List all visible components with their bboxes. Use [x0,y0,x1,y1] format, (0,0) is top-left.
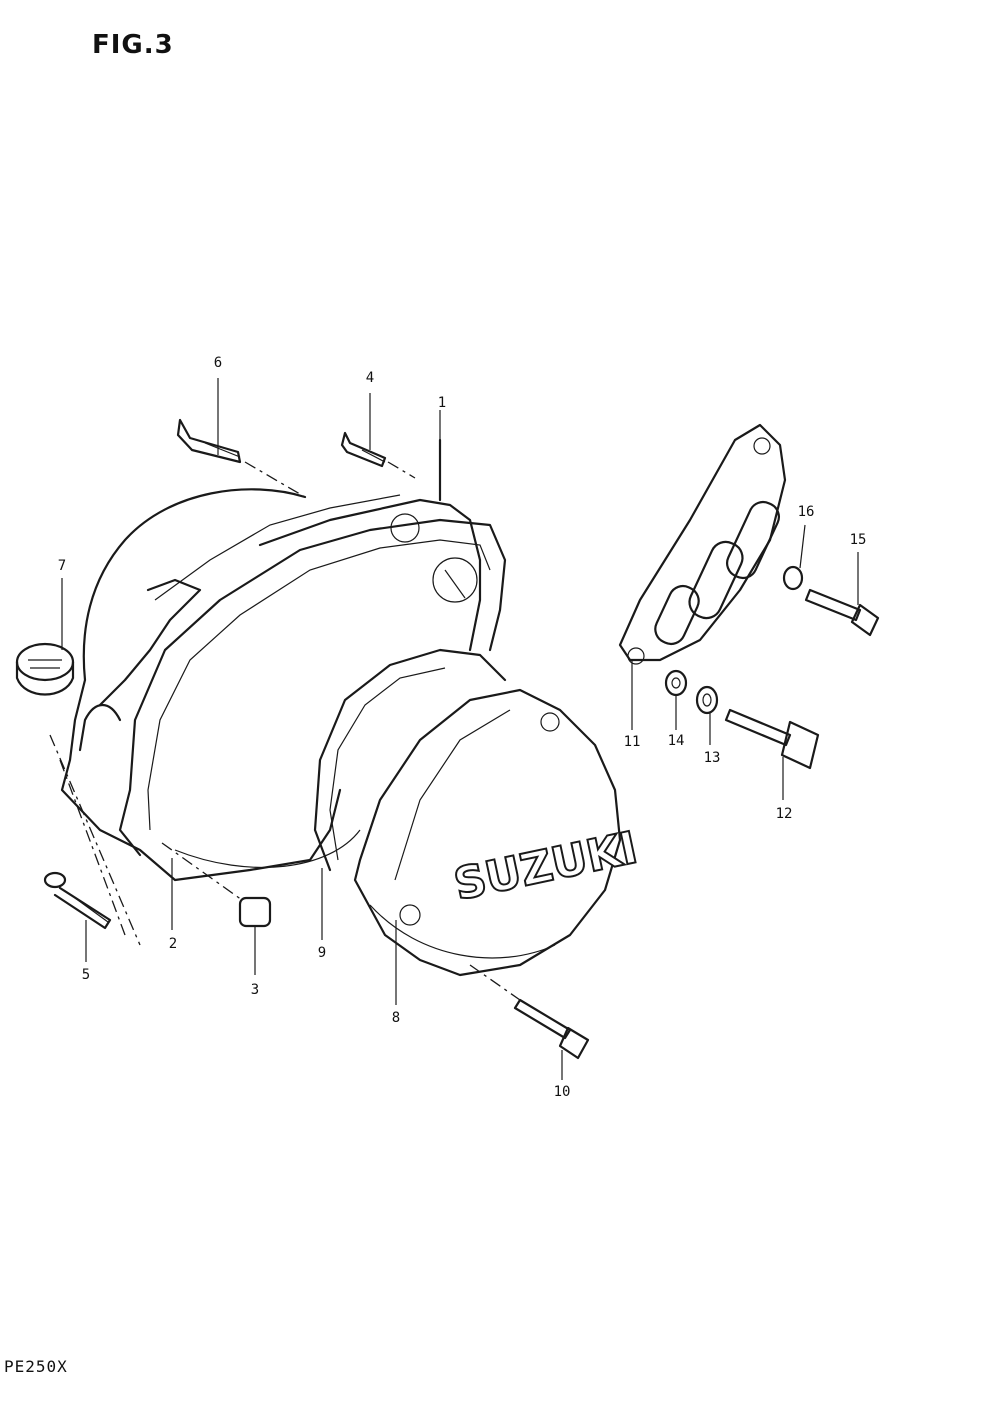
callout-13: 13 [703,750,721,766]
washer-13 [695,685,719,715]
callout-11: 11 [623,734,641,750]
crankcase-cover [60,438,482,882]
cover-gasket [118,494,507,869]
bolt-12 [724,708,820,770]
suzuki-logo: SUZUKI [450,822,642,910]
screw-4 [340,431,416,479]
callout-6: 6 [213,355,223,371]
callout-15: 15 [849,532,867,548]
washer-14 [664,669,688,697]
screw-15 [804,588,880,637]
screw-6 [176,418,306,498]
callout-16: 16 [797,504,815,520]
clutch-cover: SUZUKI [353,688,643,977]
figure-title: FIG.3 [92,30,174,60]
callout-12: 12 [775,806,793,822]
callout-10: 10 [553,1084,571,1100]
callout-14: 14 [667,733,685,749]
screw-10 [469,964,590,1060]
callout-9: 9 [317,945,327,961]
callout-3: 3 [250,982,260,998]
dowel-pin [161,842,272,928]
leader-lines [61,378,859,1080]
screw-5 [43,734,141,946]
sprocket-cover [618,423,787,665]
inner-gasket [313,648,507,872]
callout-7: 7 [57,558,67,574]
callout-5: 5 [81,967,91,983]
callout-4: 4 [365,370,375,386]
oil-filler-cap [15,642,75,696]
callout-2: 2 [168,936,178,952]
washer-16 [782,565,804,591]
callout-1: 1 [437,395,447,411]
model-code: PE250X [4,1357,68,1376]
callout-8: 8 [391,1010,401,1026]
